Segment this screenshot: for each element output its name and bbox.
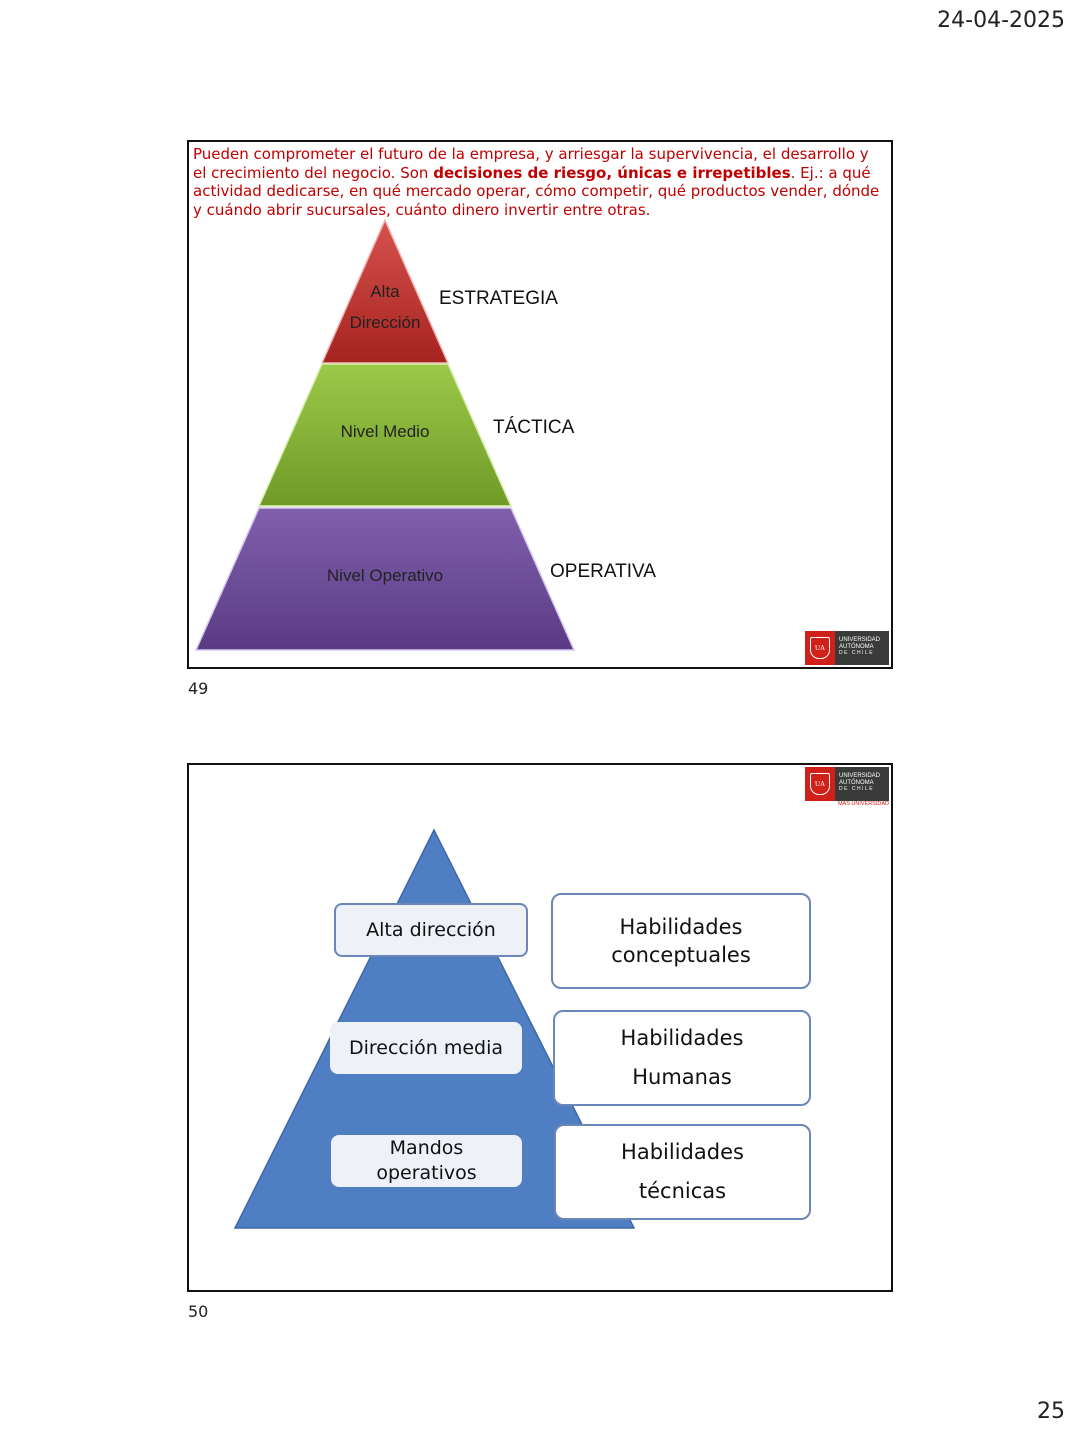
logo-line1: UNIVERSIDAD [839, 773, 881, 779]
intro-text-part2: . Ej.: a qué actividad dedicarse, en qué… [193, 163, 880, 219]
logo-line3: DE CHILE [839, 650, 875, 656]
level-mandos-line1: Mandos [389, 1137, 464, 1159]
slide-50: UA UNIVERSIDAD AUTÓNOMA DE CHILE MÁS UNI… [187, 763, 893, 1292]
level-mandos-operativos: Mandos operativos [331, 1135, 522, 1187]
slide-number-50: 50 [188, 1302, 209, 1321]
pyramid-level-bottom [194, 507, 576, 651]
logo-line1: UNIVERSIDAD [839, 637, 881, 643]
university-logo-block: UA UNIVERSIDAD AUTÓNOMA DE CHILE MÁS UNI… [805, 767, 889, 807]
skill-humanas-line2: Humanas [632, 1065, 732, 1089]
skill-tecnicas-line2: técnicas [638, 1179, 727, 1203]
logo-name: UNIVERSIDAD AUTÓNOMA DE CHILE [835, 767, 889, 801]
logo-tagline: MÁS UNIVERSIDAD [837, 801, 889, 807]
label-estrategia: ESTRATEGIA [439, 288, 558, 309]
document-date: 24-04-2025 [937, 8, 1065, 33]
pyramid-bottom-label: Nivel Operativo [326, 566, 444, 585]
skill-box-tecnicas: Habilidades técnicas [554, 1124, 811, 1220]
pyramid-middle-label: Nivel Medio [340, 422, 430, 441]
university-logo: UA UNIVERSIDAD AUTÓNOMA DE CHILE [805, 631, 889, 665]
logo-line3: DE CHILE [839, 786, 875, 792]
slide-number-49: 49 [188, 679, 209, 698]
slide-intro-text: Pueden comprometer el futuro de la empre… [193, 145, 883, 219]
logo-initials: UA [810, 773, 830, 795]
logo-line2: AUTÓNOMA [839, 779, 874, 786]
pyramid-level-middle [257, 363, 513, 507]
university-logo: UA UNIVERSIDAD AUTÓNOMA DE CHILE [805, 767, 889, 801]
level-direccion-media: Dirección media [330, 1022, 522, 1074]
shield-icon: UA [805, 631, 835, 665]
skill-box-humanas: Habilidades Humanas [553, 1010, 811, 1106]
shield-icon: UA [805, 767, 835, 801]
label-operativa: OPERATIVA [550, 561, 656, 582]
slide-49: Pueden comprometer el futuro de la empre… [187, 140, 893, 669]
page-number: 25 [1037, 1399, 1065, 1424]
management-pyramid [194, 218, 576, 651]
logo-initials: UA [810, 637, 830, 659]
pyramid-top-label: Alta Dirección [329, 276, 441, 338]
level-alta-direccion: Alta dirección [334, 903, 528, 957]
pyramid-top-label-line1: Alta [370, 282, 400, 301]
logo-name: UNIVERSIDAD AUTÓNOMA DE CHILE [835, 631, 889, 665]
label-tactica: TÁCTICA [493, 417, 575, 438]
intro-text-bold: decisiones de riesgo, únicas e irrepetib… [433, 163, 791, 182]
skill-box-conceptuales: Habilidades conceptuales [551, 893, 811, 989]
pyramid-level-top [320, 218, 450, 364]
skill-conceptuales-line1: Habilidades [619, 915, 743, 939]
skill-conceptuales-line2: conceptuales [611, 943, 751, 967]
intro-text-part1: Pueden comprometer el futuro de la empre… [193, 145, 869, 182]
logo-line2: AUTÓNOMA [839, 643, 874, 650]
level-mandos-line2: operativos [376, 1162, 477, 1184]
skill-tecnicas-line1: Habilidades [621, 1140, 744, 1164]
pyramid-top-label-line2: Dirección [349, 313, 421, 332]
skill-humanas-line1: Habilidades [620, 1026, 744, 1050]
